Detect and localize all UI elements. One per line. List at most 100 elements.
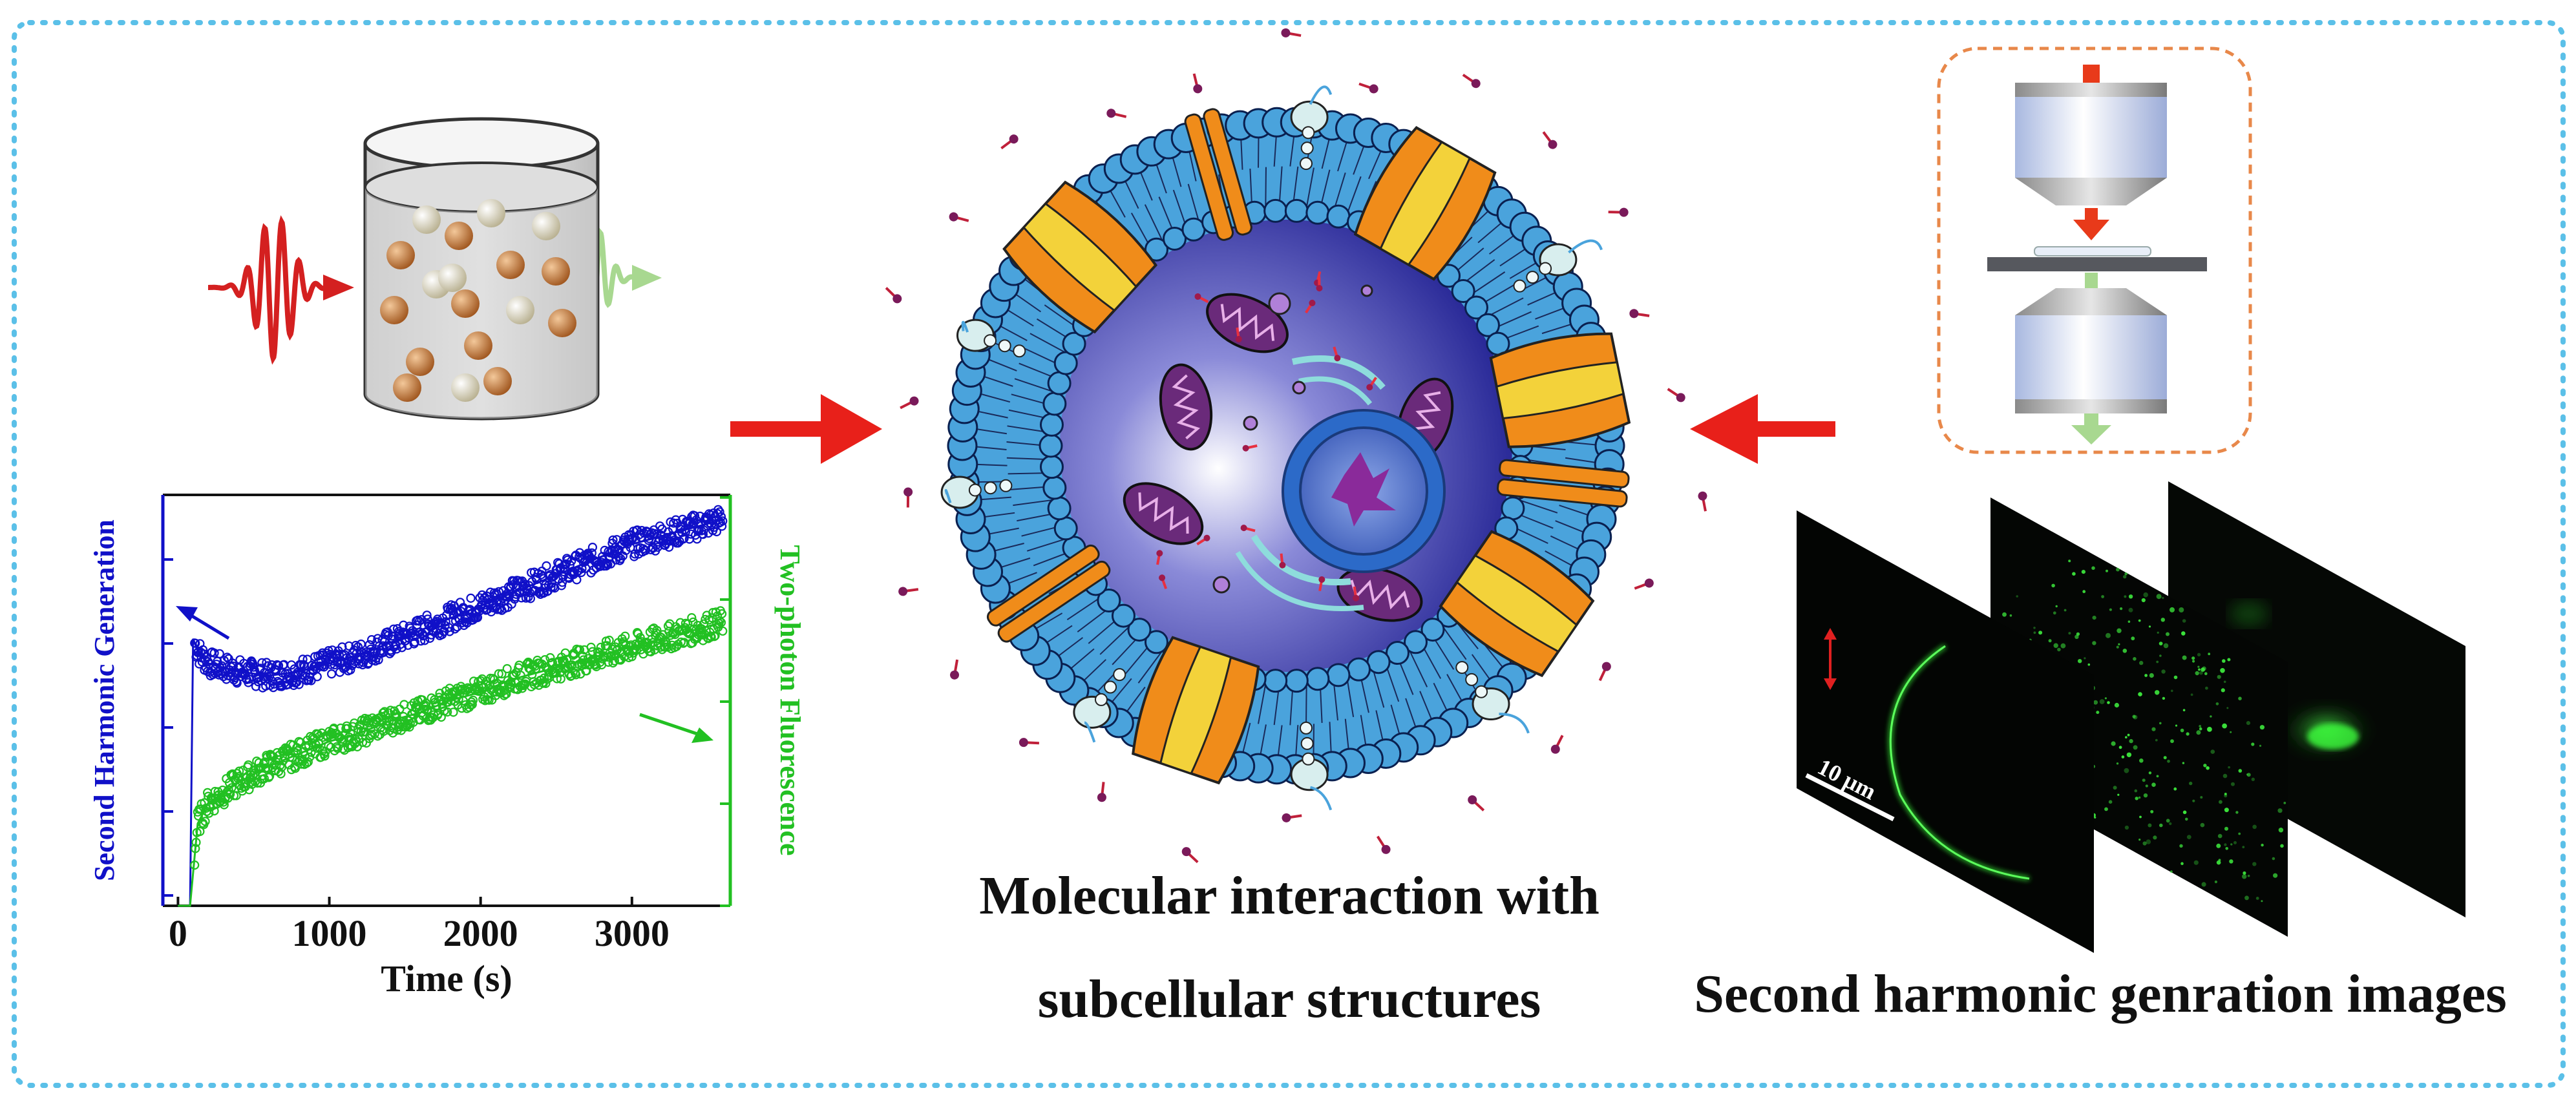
inner-lipid-head: [1044, 477, 1066, 499]
x-tick-label: 3000: [595, 912, 670, 954]
vesicle-bead: [1013, 345, 1025, 357]
speckle: [2220, 668, 2225, 673]
extracellular-molecule: [1549, 733, 1567, 755]
particle: [532, 212, 560, 240]
particle: [506, 296, 534, 324]
speckle: [2167, 760, 2170, 763]
speckle: [2123, 575, 2126, 578]
speckle: [2261, 900, 2263, 902]
speckle: [2230, 731, 2232, 733]
extracellular-molecule: [1097, 782, 1108, 802]
speckle: [2185, 818, 2188, 821]
speckle: [2225, 847, 2228, 850]
extracellular-molecule: [1665, 385, 1687, 404]
speckle: [2272, 857, 2275, 861]
extracellular-molecule: [898, 585, 919, 596]
speckle: [2133, 745, 2138, 749]
speckle: [2175, 725, 2177, 727]
center-caption-line1: Molecular interaction with: [892, 864, 1687, 927]
right-caption: Second harmonic genration images: [1642, 963, 2559, 1025]
speckle: [2100, 699, 2105, 704]
speckle: [2127, 734, 2130, 737]
extracellular-molecule: [1461, 71, 1483, 90]
speckle: [2252, 825, 2257, 830]
extracellular-molecule: [1466, 793, 1486, 813]
speckle: [2159, 824, 2163, 828]
incoming-pulse-arrowhead: [323, 275, 354, 300]
speckle: [2230, 843, 2232, 845]
data-point: [328, 670, 335, 678]
speckle: [2242, 846, 2244, 848]
speckle: [2091, 567, 2095, 570]
particle: [496, 251, 525, 279]
speckle: [2224, 681, 2226, 684]
speckle: [2183, 709, 2186, 711]
speckle: [2170, 607, 2175, 612]
speckle: [2217, 675, 2221, 679]
speckle: [2131, 636, 2135, 640]
speckle: [2157, 775, 2159, 778]
speckle: [2224, 808, 2229, 812]
speckle: [2280, 844, 2284, 848]
speckle: [2279, 828, 2283, 832]
speckle: [2251, 742, 2254, 746]
extracellular-molecule: [898, 395, 920, 412]
inner-lipid-head: [1048, 497, 1070, 519]
extracellular-molecule: [1358, 79, 1380, 94]
cell-illustration: [883, 28, 1710, 866]
speckle: [2206, 766, 2210, 770]
speckle: [2107, 701, 2110, 704]
speckle: [2183, 811, 2187, 815]
speckle: [2228, 766, 2230, 769]
speckle: [2244, 895, 2249, 900]
particle: [548, 309, 576, 337]
left-arrow: [730, 394, 882, 464]
speckle: [2139, 758, 2144, 763]
speckle: [2201, 823, 2205, 828]
data-point: [543, 562, 551, 570]
green-indicator-arrowhead: [692, 727, 713, 743]
vesicle-bead: [1302, 127, 1314, 138]
vesicle-bead: [1456, 662, 1468, 673]
speckle: [2192, 800, 2195, 802]
speckle: [2224, 827, 2228, 831]
speckle: [2104, 808, 2108, 811]
speckle: [2186, 732, 2190, 735]
outgoing-pulse-arrowhead: [632, 265, 662, 291]
speckle: [2222, 659, 2226, 663]
speckle: [2129, 594, 2133, 598]
speckle: [2124, 768, 2129, 773]
speckle: [2117, 762, 2118, 764]
speckle: [2123, 649, 2127, 653]
speckle: [2144, 793, 2148, 797]
vesicle-bead: [1302, 738, 1313, 749]
speckle: [2054, 643, 2058, 648]
inner-lipid-head: [1307, 202, 1329, 224]
inner-lipid-head: [1307, 668, 1329, 690]
speckle: [2148, 824, 2151, 828]
speckle: [2179, 607, 2184, 612]
extracellular-molecule: [1596, 660, 1612, 682]
speckle: [2010, 614, 2012, 617]
speckle: [2252, 862, 2256, 866]
speckle: [2221, 688, 2225, 692]
extracellular-molecule: [998, 132, 1020, 152]
speckle: [2162, 597, 2164, 599]
speckle: [2139, 661, 2143, 665]
speckle: [2093, 700, 2098, 705]
extracellular-molecule: [1697, 491, 1710, 512]
particle: [464, 331, 492, 360]
particle: [477, 199, 505, 227]
extracellular-molecule: [1609, 207, 1629, 217]
inner-lipid-head: [1327, 205, 1349, 227]
speckle: [2189, 782, 2192, 785]
speckle: [2092, 641, 2096, 645]
speckle: [2128, 620, 2131, 623]
speckle: [2247, 773, 2251, 777]
particle: [542, 257, 570, 286]
speckle: [2166, 632, 2170, 636]
speckle: [2106, 570, 2108, 572]
speckle: [2144, 674, 2148, 677]
speckle: [2038, 631, 2042, 634]
